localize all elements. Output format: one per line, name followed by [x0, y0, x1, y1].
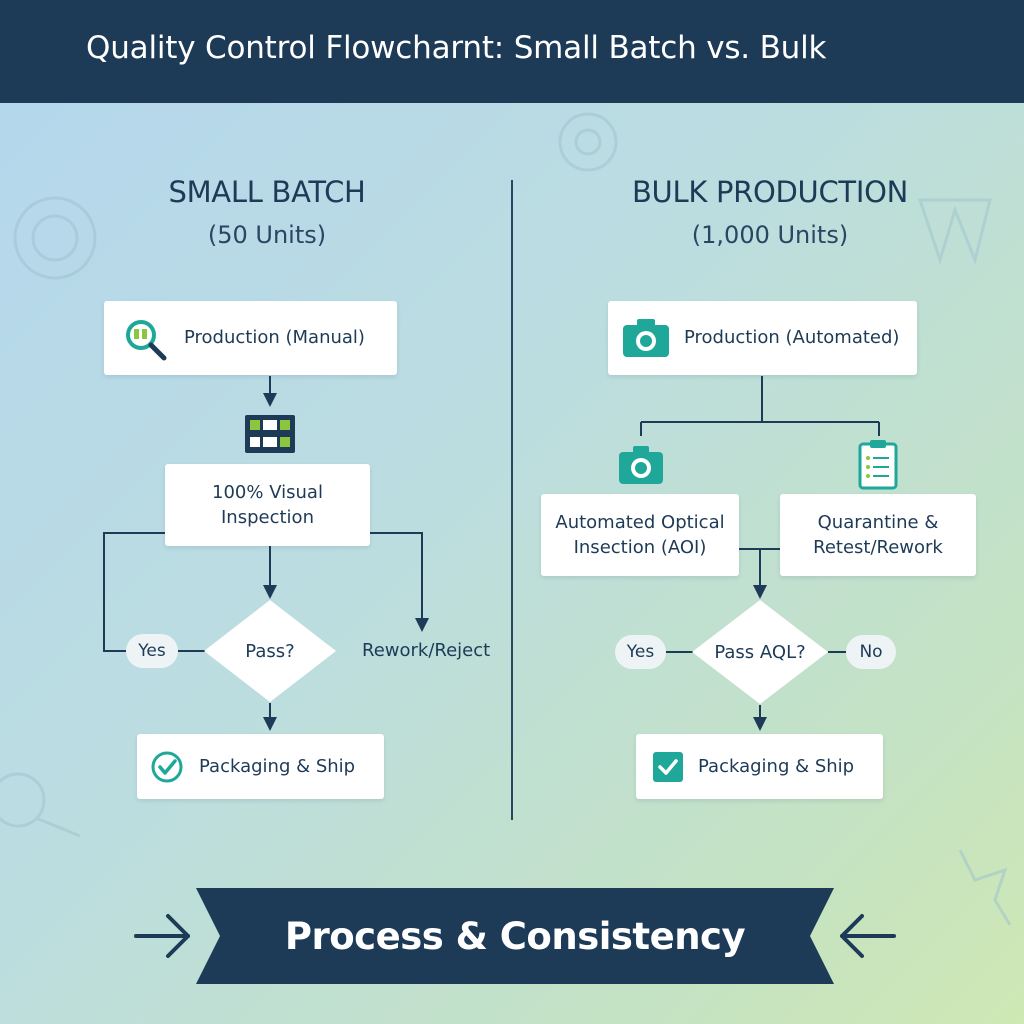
magnifier-icon	[0, 772, 46, 828]
bulk-aoi-box: Automated Optical Insection (AOI)	[541, 494, 739, 576]
small-production-label: Production (Manual)	[184, 327, 365, 349]
arrow-right-icon	[134, 914, 190, 958]
gear-icon	[558, 112, 618, 172]
gear-icon	[958, 849, 1012, 926]
bulk-ship-label: Packaging & Ship	[698, 755, 855, 777]
small-production-box: Production (Manual)	[104, 301, 397, 375]
small-batch-heading: SMALL BATCH (50 Units)	[107, 175, 427, 249]
decision-diamond-bulk	[692, 600, 828, 704]
bulk-heading: BULK PRODUCTION (1,000 Units)	[580, 175, 960, 249]
bulk-quarantine-label-1: Quarantine &	[817, 511, 939, 533]
arrow-left-icon	[840, 914, 896, 958]
server-rack-icon	[245, 415, 295, 453]
small-yes-label: Yes	[126, 634, 178, 668]
small-ship-label: Packaging & Ship	[199, 755, 356, 777]
bulk-decision-label: Pass AQL?	[714, 641, 806, 663]
page-title: Quality Control Flowcharnt: Small Batch …	[86, 30, 827, 66]
check-circle-icon	[151, 751, 183, 783]
wrench-icon	[917, 198, 992, 265]
bulk-quarantine-box: Quarantine & Retest/Rework	[780, 494, 976, 576]
bulk-ship-box: Packaging & Ship	[636, 734, 883, 799]
bulk-quarantine-label-2: Retest/Rework	[813, 537, 943, 558]
small-batch-title: SMALL BATCH	[168, 175, 366, 209]
decision-diamond-small	[204, 600, 336, 702]
magnifier-icon	[126, 320, 167, 361]
bulk-title: BULK PRODUCTION	[631, 175, 909, 209]
small-inspection-label-2: Inspection	[221, 507, 314, 528]
bulk-no-label: No	[846, 635, 896, 669]
bulk-aoi-label-2: Insection (AOI)	[573, 537, 707, 558]
bulk-production-box: Production (Automated)	[608, 301, 917, 375]
banner-label: Process & Consistency	[284, 914, 746, 958]
bulk-yes-label: Yes	[615, 635, 666, 669]
small-inspection-box: 100% Visual Inspection	[165, 464, 370, 546]
small-batch-subtitle: (50 Units)	[207, 221, 327, 249]
small-reject-label: Rework/Reject	[362, 640, 491, 661]
camera-icon	[619, 446, 663, 484]
bulk-production-label: Production (Automated)	[684, 327, 900, 349]
arrow-to-reject	[370, 532, 429, 632]
small-inspection-label-1: 100% Visual	[212, 481, 323, 503]
small-ship-box: Packaging & Ship	[137, 734, 384, 799]
camera-icon	[623, 319, 669, 357]
connector-yes-loop	[103, 532, 165, 652]
header-bar: Quality Control Flowcharnt: Small Batch …	[0, 0, 1024, 103]
gear-icon	[13, 196, 97, 280]
checkbox-icon	[653, 752, 683, 782]
column-divider	[511, 180, 513, 820]
small-decision-label: Pass?	[245, 640, 295, 662]
bulk-aoi-label-1: Automated Optical	[555, 511, 725, 533]
banner-ribbon	[196, 888, 834, 984]
clipboard-icon	[858, 440, 898, 490]
bulk-subtitle: (1,000 Units)	[691, 221, 849, 249]
